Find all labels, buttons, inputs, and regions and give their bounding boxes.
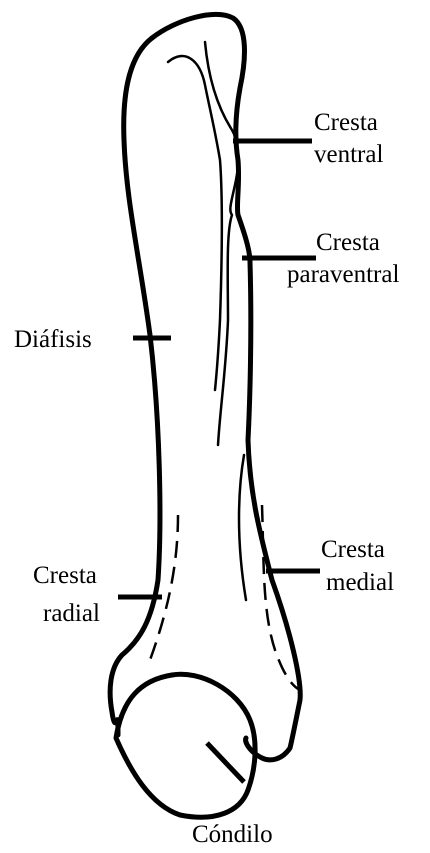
label-condilo: Cóndilo <box>192 821 273 848</box>
ventral-crest-line <box>168 56 222 390</box>
label-cresta-medial-line-1: Cresta <box>321 536 385 563</box>
condyle-outline <box>116 674 255 817</box>
bone-outline <box>152 14 300 759</box>
leader-condilo <box>207 743 244 782</box>
label-cresta-ventral-line-1: Cresta <box>314 109 378 136</box>
label-cresta-medial: Cresta medial <box>321 536 394 596</box>
medial-crest-line <box>239 455 246 600</box>
label-cresta-radial: Cresta radial <box>33 562 103 627</box>
label-diafisis-line-1: Diáfisis <box>14 326 92 353</box>
label-cresta-medial-line-2: medial <box>326 569 394 596</box>
label-cresta-ventral-line-2: ventral <box>314 141 383 168</box>
label-cresta-radial-line-2: radial <box>43 600 100 627</box>
radial-crest-dashed <box>150 515 178 660</box>
label-cresta-radial-line-1: Cresta <box>33 562 97 589</box>
bone-outline-left <box>110 38 160 735</box>
label-cresta-paraventral-line-2: paraventral <box>287 261 399 288</box>
label-cresta-ventral: Cresta ventral <box>314 109 384 168</box>
label-diafisis: Diáfisis <box>14 326 92 353</box>
label-cresta-paraventral-line-1: Cresta <box>316 229 380 256</box>
label-condilo-line-1: Cóndilo <box>192 821 273 848</box>
